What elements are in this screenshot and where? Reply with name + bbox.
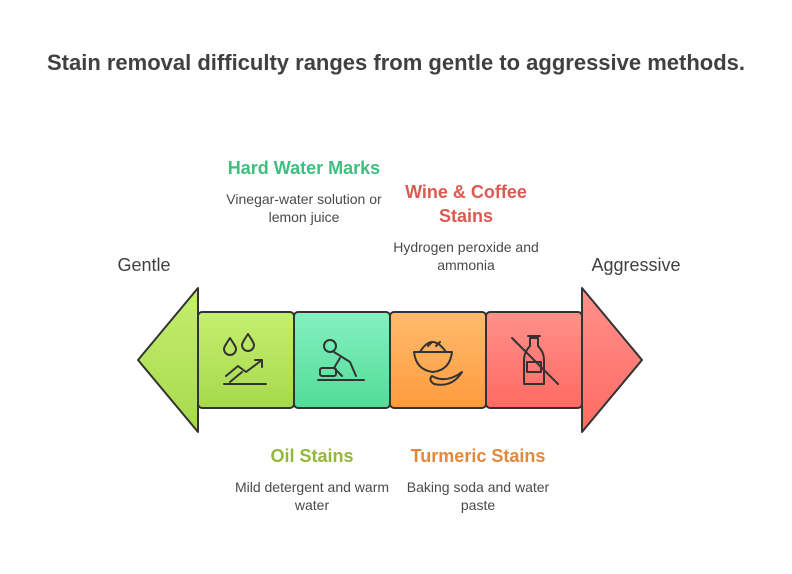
- gentle-arrow-head: [137, 287, 199, 433]
- turmeric-stains-description: Baking soda and water paste: [406, 479, 550, 513]
- wine-coffee-stains-description: Hydrogen peroxide and ammonia: [393, 239, 539, 273]
- water-drops-trend-icon: [223, 333, 267, 385]
- callout-wine-coffee-stains: Wine & Coffee Stains Hydrogen peroxide a…: [388, 180, 544, 274]
- callout-turmeric-stains: Turmeric Stains Baking soda and water pa…: [400, 444, 556, 514]
- segment-hard-water: [197, 311, 295, 409]
- page-title: Stain removal difficulty ranges from gen…: [46, 50, 746, 75]
- callout-hard-water-marks: Hard Water Marks Vinegar-water solution …: [226, 156, 382, 226]
- gentle-label: Gentle: [117, 255, 171, 275]
- person-cleaning-icon: [317, 339, 365, 381]
- hard-water-marks-heading: Hard Water Marks: [227, 158, 381, 178]
- segment-turmeric: [389, 311, 487, 409]
- turmeric-stains-heading: Turmeric Stains: [410, 446, 546, 466]
- callout-oil-stains: Oil Stains Mild detergent and warm water: [234, 444, 390, 514]
- hard-water-marks-description: Vinegar-water solution or lemon juice: [226, 191, 382, 225]
- wine-coffee-stains-heading: Wine & Coffee Stains: [405, 182, 527, 226]
- aggressive-arrow-head: [581, 287, 643, 433]
- oil-stains-description: Mild detergent and warm water: [234, 479, 390, 513]
- no-wine-bottle-icon: [511, 335, 559, 385]
- segment-oil: [293, 311, 391, 409]
- oil-stains-heading: Oil Stains: [270, 446, 354, 466]
- spice-bowl-icon: [413, 341, 463, 386]
- aggressive-label: Aggressive: [591, 255, 681, 275]
